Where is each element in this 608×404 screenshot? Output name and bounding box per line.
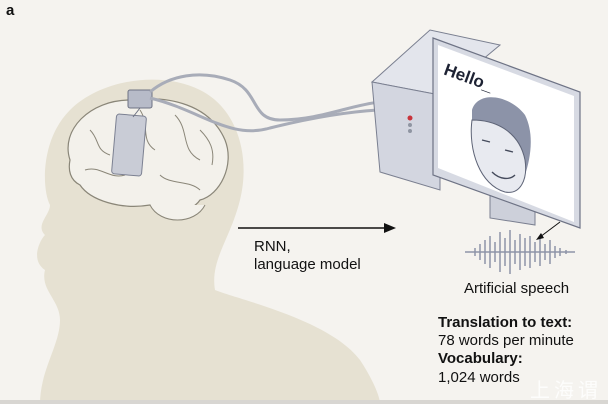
watermark: 上海谓 [530,380,602,402]
led-red [407,115,413,121]
cable [149,73,381,122]
cerebellum [149,204,206,221]
translation-heading: Translation to text: [438,314,573,331]
computer-side [371,81,441,191]
vocabulary-heading: Vocabulary: [438,350,523,367]
brain [67,98,229,213]
connector [127,89,153,109]
vocabulary-value: 1,024 words [438,369,520,386]
arrow-label-line2: language model [254,256,361,273]
arrow-label-line1: RNN, [254,238,291,255]
electrode-array [111,113,147,177]
translation-value: 78 words per minute [438,332,574,349]
face [470,119,527,193]
speech-label: Artificial speech [464,280,570,297]
speech-waveform [465,230,575,274]
bottom-border [0,400,608,404]
panel-label: a [6,2,15,19]
